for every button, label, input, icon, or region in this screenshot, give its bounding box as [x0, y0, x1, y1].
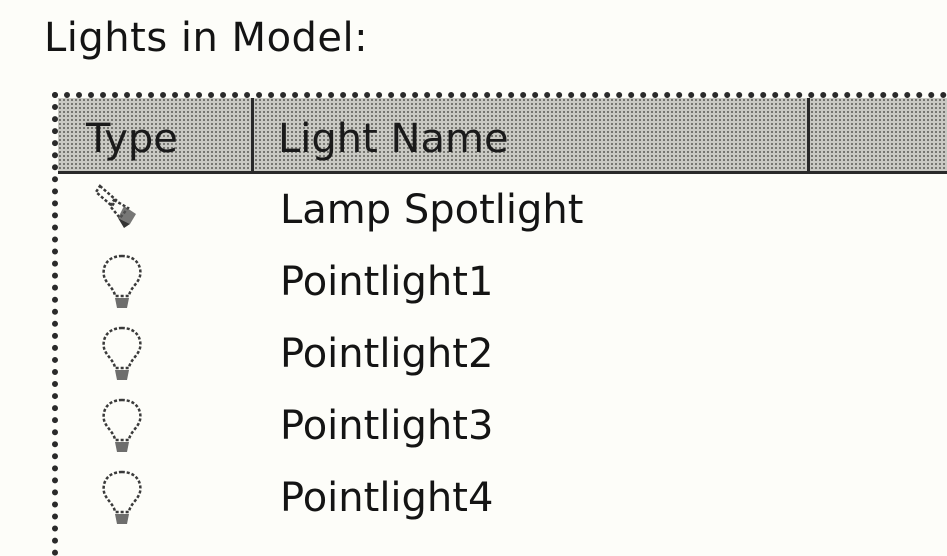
column-header-light-name[interactable]: Light Name — [254, 98, 810, 171]
light-name: Pointlight2 — [280, 331, 494, 377]
list-item[interactable]: Lamp Spotlight — [58, 174, 947, 246]
light-name: Pointlight1 — [280, 259, 494, 305]
light-name: Lamp Spotlight — [280, 187, 584, 233]
lights-in-model-label: Lights in Model: — [44, 15, 369, 61]
column-header-type[interactable]: Type — [58, 98, 254, 171]
bulb-icon — [94, 322, 150, 386]
list-item[interactable]: Pointlight1 — [58, 246, 947, 318]
bulb-icon — [94, 250, 150, 314]
bulb-icon — [94, 466, 150, 530]
column-header-empty[interactable] — [810, 98, 947, 171]
light-name: Pointlight4 — [280, 475, 494, 521]
list-item[interactable]: Pointlight3 — [58, 390, 947, 462]
light-name: Pointlight3 — [280, 403, 494, 449]
spotlight-icon — [94, 178, 150, 242]
list-item[interactable]: Pointlight4 — [58, 462, 947, 534]
lights-list[interactable]: Type Light Name Lamp Spotlight — [52, 92, 947, 556]
list-rows: Lamp Spotlight Pointlight1 — [58, 174, 947, 534]
list-item[interactable]: Pointlight2 — [58, 318, 947, 390]
list-header: Type Light Name — [58, 98, 947, 174]
bulb-icon — [94, 394, 150, 458]
